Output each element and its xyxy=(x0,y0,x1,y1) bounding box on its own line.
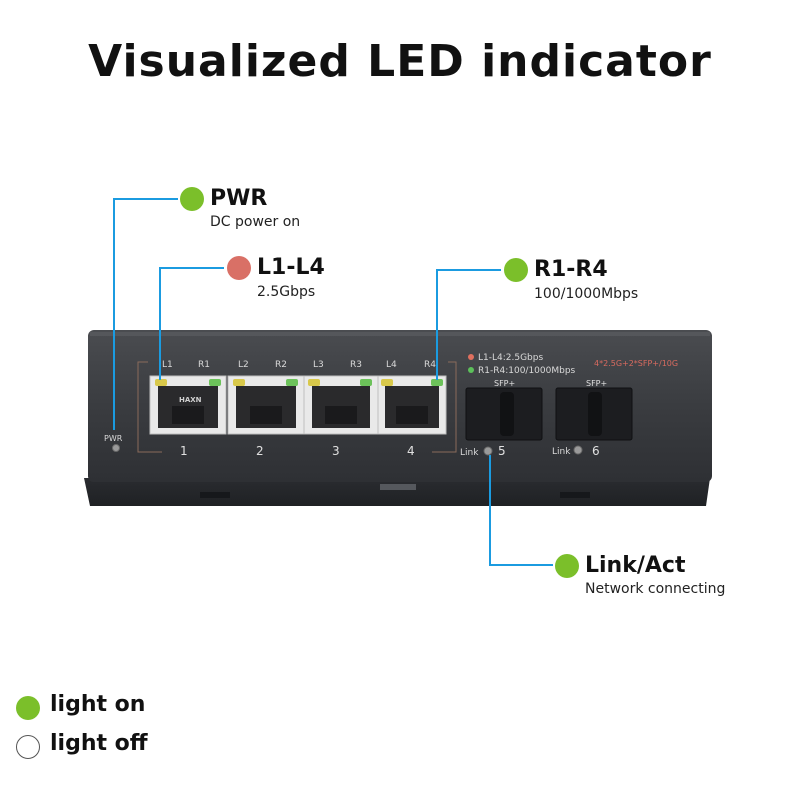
l1l4-leader-line xyxy=(159,267,224,380)
legend-light-off-label: light off xyxy=(50,731,148,756)
link-callout-title: Link/Act xyxy=(585,553,686,578)
link-led-5 xyxy=(483,446,493,456)
l1l4-status-dot xyxy=(227,256,251,280)
port-number: 1 xyxy=(180,444,188,458)
sfp-port-5 xyxy=(465,387,543,441)
link-callout-desc: Network connecting xyxy=(585,581,726,597)
link-leader-line xyxy=(489,455,553,566)
l1l4-callout-title: L1-L4 xyxy=(257,255,325,280)
brand-label: HAXN xyxy=(179,396,202,404)
led-label: R1 xyxy=(198,360,210,370)
led-label: R4 xyxy=(424,360,436,370)
r1r4-callout-title: R1-R4 xyxy=(534,257,608,282)
rj45-port-4 xyxy=(377,375,447,435)
page-title: Visualized LED indicator xyxy=(88,36,712,87)
port-number: 2 xyxy=(256,444,264,458)
model-label: 4*2.5G+2*SFP+/10G xyxy=(594,359,678,368)
port-number: 3 xyxy=(332,444,340,458)
r1r4-callout-desc: 100/1000Mbps xyxy=(534,286,639,302)
sfp-port-6 xyxy=(555,387,633,441)
legend-light-on-label: light on xyxy=(50,692,146,717)
rj45-port-1 xyxy=(149,375,227,435)
l1l4-callout-desc: 2.5Gbps xyxy=(257,284,316,300)
sfp-label: SFP+ xyxy=(494,379,515,388)
sfp-number: 5 xyxy=(498,444,506,458)
port-leds xyxy=(155,379,443,386)
pwr-callout-title: PWR xyxy=(210,186,268,211)
led-label: L1 xyxy=(162,360,173,370)
pwr-led xyxy=(112,444,120,452)
link-label: Link xyxy=(460,448,479,458)
pwr-status-dot xyxy=(180,187,204,211)
link-status-dot xyxy=(555,554,579,578)
led-label: L4 xyxy=(386,360,397,370)
link-led-6 xyxy=(573,445,583,455)
device-base xyxy=(84,478,710,506)
light-off-dot xyxy=(16,735,40,759)
led-label: L3 xyxy=(313,360,324,370)
panel-legend-line1: L1-L4:2.5Gbps xyxy=(478,353,543,363)
pwr-callout-desc: DC power on xyxy=(210,214,301,230)
pwr-leader-line xyxy=(113,198,178,430)
led-label: R2 xyxy=(275,360,287,370)
link-label-6: Link xyxy=(552,447,571,457)
panel-legend-line2: R1-R4:100/1000Mbps xyxy=(478,366,576,376)
port-number: 4 xyxy=(407,444,415,458)
r1r4-leader-line xyxy=(436,269,501,380)
sfp-label: SFP+ xyxy=(586,379,607,388)
light-on-dot xyxy=(16,696,40,720)
r1r4-status-dot xyxy=(504,258,528,282)
led-label: L2 xyxy=(238,360,249,370)
pwr-panel-label: PWR xyxy=(104,434,123,443)
sfp-number: 6 xyxy=(592,444,600,458)
led-label: R3 xyxy=(350,360,362,370)
